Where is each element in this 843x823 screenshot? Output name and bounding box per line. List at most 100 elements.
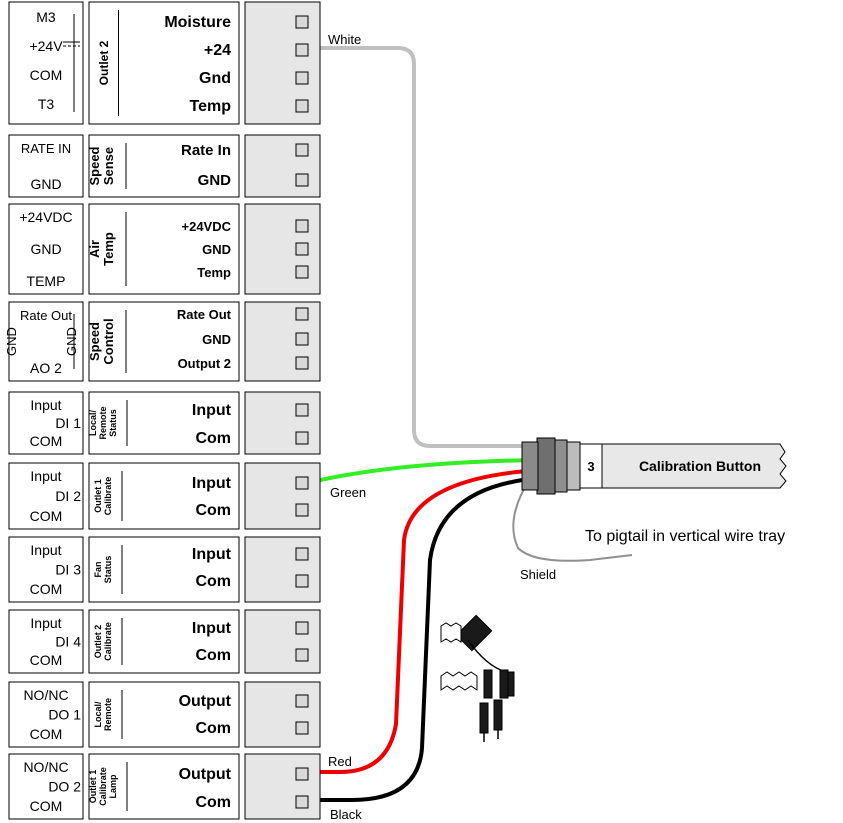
left-label: Input — [30, 615, 61, 631]
left-label: DI 3 — [55, 562, 81, 578]
left-label-box — [8, 536, 84, 603]
left-label: AO 2 — [30, 360, 62, 376]
terminal-screw — [295, 43, 309, 57]
cable-label: Calibration Button — [639, 458, 761, 474]
terminal-screw — [295, 621, 309, 635]
left-label-box — [8, 609, 84, 674]
terminal-label: Rate Out — [177, 307, 232, 322]
left-label: +24V — [29, 38, 63, 54]
cable-sleeve-d — [521, 441, 539, 491]
left-label: NO/NC — [23, 687, 68, 703]
left-label: COM — [30, 433, 63, 449]
terminal-screw — [295, 332, 309, 346]
terminal-screw — [295, 173, 309, 187]
side-label: Calibrate — [103, 477, 113, 516]
cable-sleeve-a — [565, 441, 581, 491]
side-label: Outlet 1 — [93, 479, 103, 513]
left-label: DI 1 — [55, 415, 81, 431]
pigtail-note: To pigtail in vertical wire tray — [585, 528, 785, 545]
terminal-label: Com — [195, 430, 231, 447]
side-label: Temp — [101, 232, 116, 266]
terminal-label: GND — [202, 242, 231, 257]
terminal-label: Com — [195, 647, 231, 664]
terminal-block — [244, 301, 321, 382]
cable-sleeve-c — [536, 437, 556, 495]
green-wire-label: Green — [330, 485, 366, 500]
center-label-box — [88, 609, 240, 674]
terminal-label: +24VDC — [182, 219, 232, 234]
left-label: DI 4 — [55, 634, 81, 650]
cable-number: 3 — [587, 459, 594, 474]
terminal-block — [244, 462, 321, 530]
terminal-screw — [295, 143, 309, 157]
left-label: COM — [30, 798, 63, 814]
terminal-block — [244, 391, 321, 455]
black-wire — [300, 476, 541, 802]
shield-wire-label: Shield — [520, 567, 556, 582]
terminal-screw — [295, 219, 309, 233]
terminal-label: Gnd — [199, 70, 231, 87]
terminal-screw — [295, 242, 309, 256]
terminal-block — [244, 609, 321, 674]
side-label: Status — [108, 409, 118, 437]
left-label: RATE IN — [21, 141, 71, 156]
terminal-screw — [295, 403, 309, 417]
terminal-screw — [295, 721, 309, 735]
center-label-box — [88, 391, 240, 455]
cable: 3 Calibration Button — [521, 437, 787, 495]
center-label-box — [88, 536, 240, 603]
left-label: COM — [30, 67, 63, 83]
terminal-screw — [295, 307, 309, 321]
terminal-screw — [295, 503, 309, 517]
terminal-block — [244, 681, 321, 748]
terminal-screw — [295, 15, 309, 29]
left-label-box — [8, 203, 84, 295]
center-label-box — [88, 301, 240, 382]
left-label-box — [8, 301, 84, 382]
side-label: Outlet 1 — [88, 770, 98, 804]
terminal-screw — [295, 547, 309, 561]
left-label: Rate Out — [20, 308, 72, 323]
terminal-screw — [295, 356, 309, 370]
center-label-box — [88, 681, 240, 748]
terminal-label: Output 2 — [178, 356, 231, 371]
left-rotated-label: GND — [64, 327, 79, 356]
center-label-box — [88, 1, 240, 125]
left-label: DO 2 — [48, 779, 81, 795]
terminal-screw — [295, 694, 309, 708]
left-label: Input — [30, 468, 61, 484]
left-label: DI 2 — [55, 488, 81, 504]
terminal-label: Input — [192, 546, 232, 563]
left-label: COM — [30, 726, 63, 742]
left-label-box — [8, 391, 84, 455]
left-label: COM — [30, 581, 63, 597]
terminal-label: Com — [195, 794, 231, 811]
terminal-screw — [295, 431, 309, 445]
terminal-label: Temp — [197, 265, 231, 280]
left-label: T3 — [38, 96, 55, 112]
terminal-label: Input — [192, 402, 232, 419]
cable-jacket — [579, 443, 787, 489]
terminal-label: Com — [195, 502, 231, 519]
red-wire-label: Red — [328, 754, 352, 769]
left-label-box — [8, 753, 84, 820]
left-label-box — [8, 462, 84, 530]
terminal-label: Input — [192, 620, 232, 637]
terminal-label: Output — [179, 693, 232, 710]
black-wire-label: Black — [330, 807, 362, 822]
side-label: Outlet 2 — [97, 40, 111, 85]
center-label-box — [88, 134, 240, 198]
left-label: M3 — [36, 9, 56, 25]
terminal-label: Com — [195, 573, 231, 590]
wire-ferrule-icon — [440, 614, 515, 742]
left-label: Input — [30, 397, 61, 413]
side-label: Remote — [103, 698, 113, 731]
